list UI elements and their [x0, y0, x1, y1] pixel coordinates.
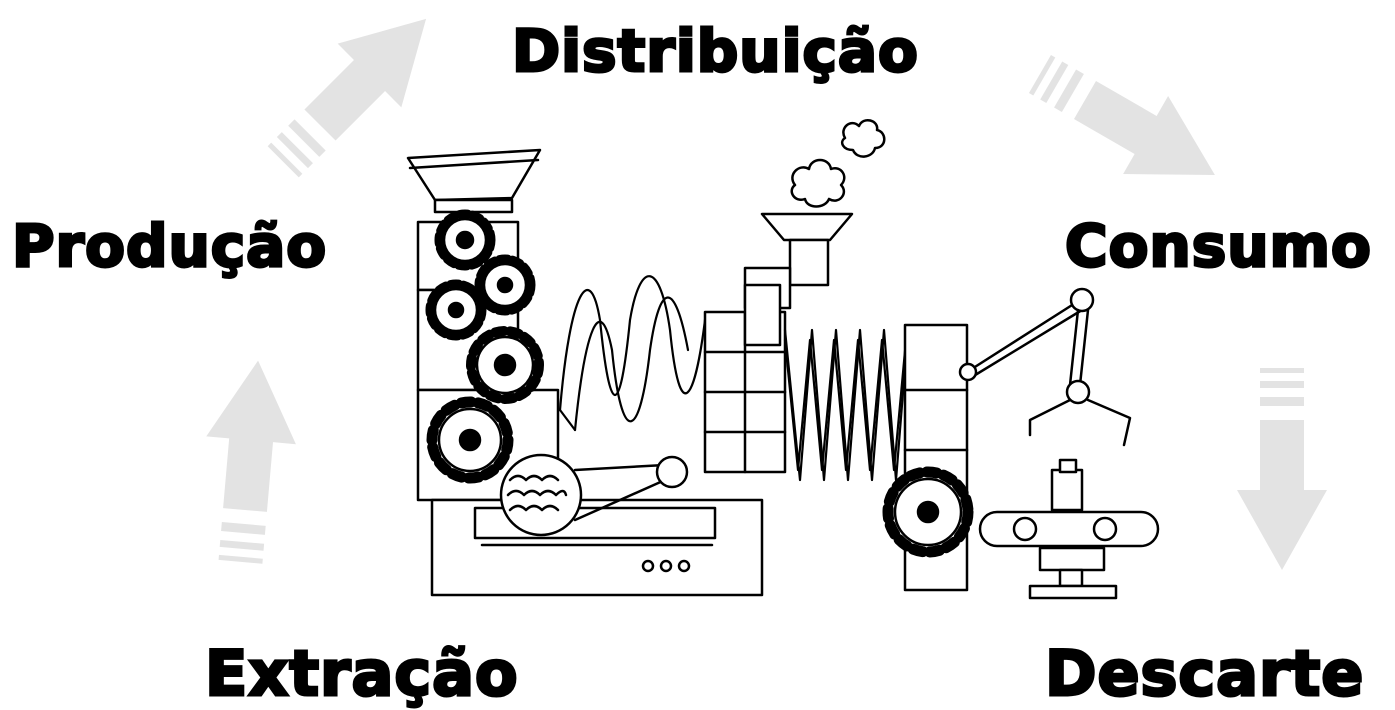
robot-arm-icon	[958, 287, 1132, 447]
spring-coil	[558, 275, 714, 432]
stage-label-disposal: Descarte	[1043, 637, 1365, 710]
hopper-icon	[406, 148, 542, 214]
machine-base	[430, 498, 764, 597]
flywheel-icon	[499, 453, 689, 537]
gear-icon	[425, 209, 544, 484]
chimney-pipe	[743, 212, 854, 347]
smoke-icon	[790, 118, 886, 208]
stage-label-distribution: Distribuição	[511, 17, 920, 85]
bellows	[783, 328, 910, 482]
gear-icon	[882, 466, 974, 558]
conveyor-belt-icon	[978, 458, 1160, 600]
stage-label-production: Produção	[10, 212, 328, 280]
stage-label-consumption: Consumo	[1064, 212, 1373, 280]
stage-label-extraction: Extração	[204, 637, 520, 710]
